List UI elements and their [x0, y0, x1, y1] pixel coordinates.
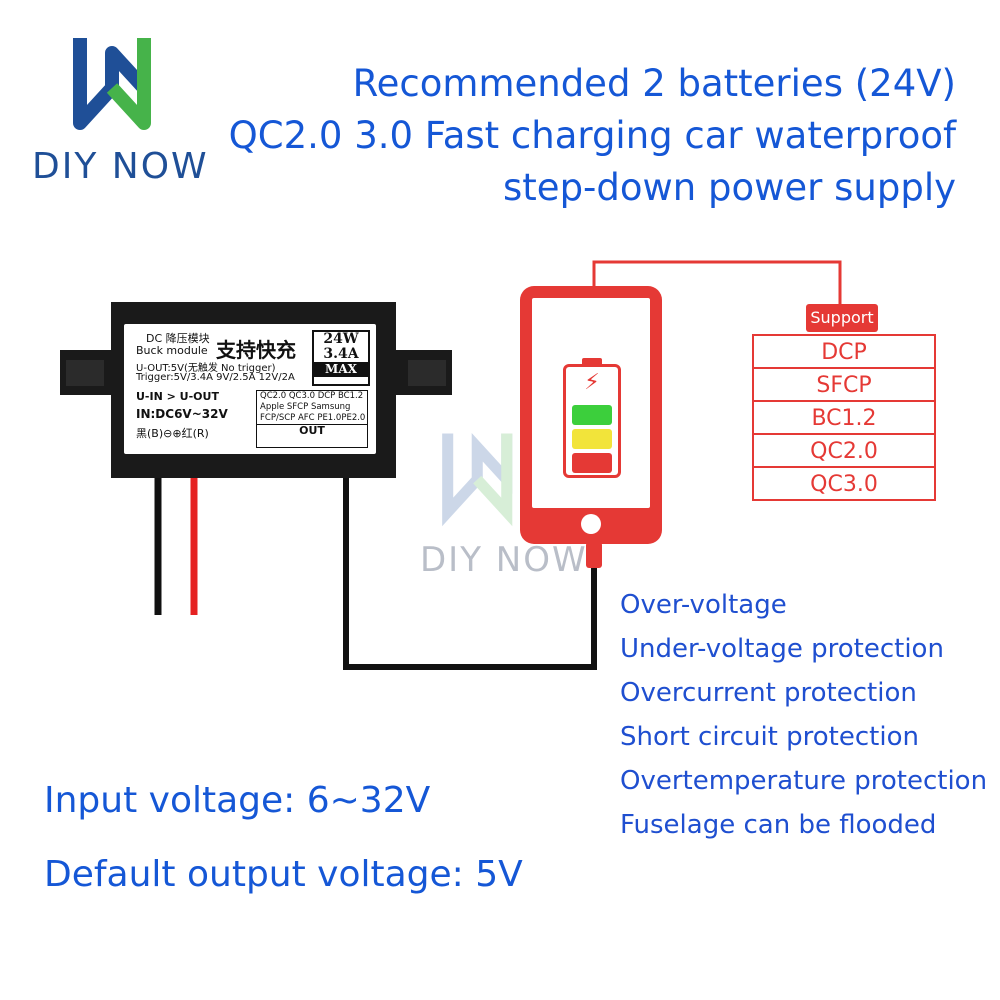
feature-item: Under-voltage protection: [620, 634, 944, 664]
battery-cap: [582, 358, 602, 364]
label-line-1: DC 降压模块: [146, 332, 210, 345]
phone: [520, 286, 662, 544]
label-uout: U-OUT:5V(无触发 No trigger): [136, 363, 276, 374]
feature-item: Overcurrent protection: [620, 678, 917, 708]
label-line-2: Buck module: [136, 344, 208, 357]
phone-screen: [532, 298, 650, 508]
module-label: DC 降压模块 Buck module 支持快充 24W 3.4A MAX U-…: [124, 324, 376, 454]
label-out: OUT: [257, 424, 367, 436]
headline-line-3: step-down power supply: [503, 166, 956, 209]
label-rating-box: 24W 3.4A MAX: [312, 330, 370, 386]
label-trigger: Trigger:5V/3.4A 9V/2.5A 12V/2A: [136, 372, 295, 383]
support-item-sfcp: SFCP: [752, 369, 936, 402]
support-link-line: [592, 260, 842, 305]
label-rating-amps: 3.4A: [323, 346, 359, 362]
battery-level-red: [572, 453, 612, 473]
output-wire: [343, 470, 597, 670]
phone-home-button: [581, 514, 601, 534]
battery: ⚡: [563, 358, 621, 478]
headline: Recommended 2 batteries (24V) QC2.0 3.0 …: [229, 58, 956, 214]
brand-name: DIY NOW: [32, 146, 209, 187]
phone-charging-port: [586, 542, 602, 568]
label-rating-max: MAX: [314, 362, 368, 377]
spec-input-voltage: Input voltage: 6~32V: [44, 780, 431, 821]
support-badge: Support: [806, 304, 878, 332]
label-protocol-box: QC2.0 QC3.0 DCP BC1.2 Apple SFCP Samsung…: [256, 390, 368, 448]
battery-level-green: [572, 405, 612, 425]
feature-item: Overtemperature protection: [620, 766, 988, 796]
spec-output-voltage: Default output voltage: 5V: [44, 854, 523, 895]
watermark-text: DIY NOW: [420, 540, 588, 580]
headline-line-1: Recommended 2 batteries (24V): [352, 62, 956, 105]
label-input-range: IN:DC6V~32V: [136, 407, 228, 421]
label-rating-watts: 24W: [323, 331, 359, 347]
support-item-bc12: BC1.2: [752, 402, 936, 435]
label-protocols-3: FCP/SCP AFC PE1.0PE2.0: [260, 413, 366, 423]
watermark: [420, 420, 540, 535]
support-table-top: [752, 334, 936, 336]
lightning-icon: ⚡: [584, 369, 600, 394]
battery-level-yellow: [572, 429, 612, 449]
feature-item: Over-voltage: [620, 590, 787, 620]
label-polarity: 黑(B)⊖⊕红(R): [136, 427, 209, 440]
support-item-dcp: DCP: [752, 336, 936, 369]
support-item-qc20: QC2.0: [752, 435, 936, 468]
label-protocols-1: QC2.0 QC3.0 DCP BC1.2: [260, 391, 364, 401]
label-big-text: 支持快充: [216, 338, 296, 362]
watermark-logo-icon: [442, 433, 513, 527]
label-protocols-2: Apple SFCP Samsung: [260, 402, 351, 412]
feature-item: Fuselage can be flooded: [620, 810, 937, 840]
support-item-qc30: QC3.0: [752, 468, 936, 501]
feature-item: Short circuit protection: [620, 722, 919, 752]
headline-line-2: QC2.0 3.0 Fast charging car waterproof: [228, 114, 956, 157]
brand-logo-icon: [73, 38, 151, 130]
label-uin-uout: U-IN > U-OUT: [136, 390, 219, 403]
brand-logo: [50, 28, 180, 178]
